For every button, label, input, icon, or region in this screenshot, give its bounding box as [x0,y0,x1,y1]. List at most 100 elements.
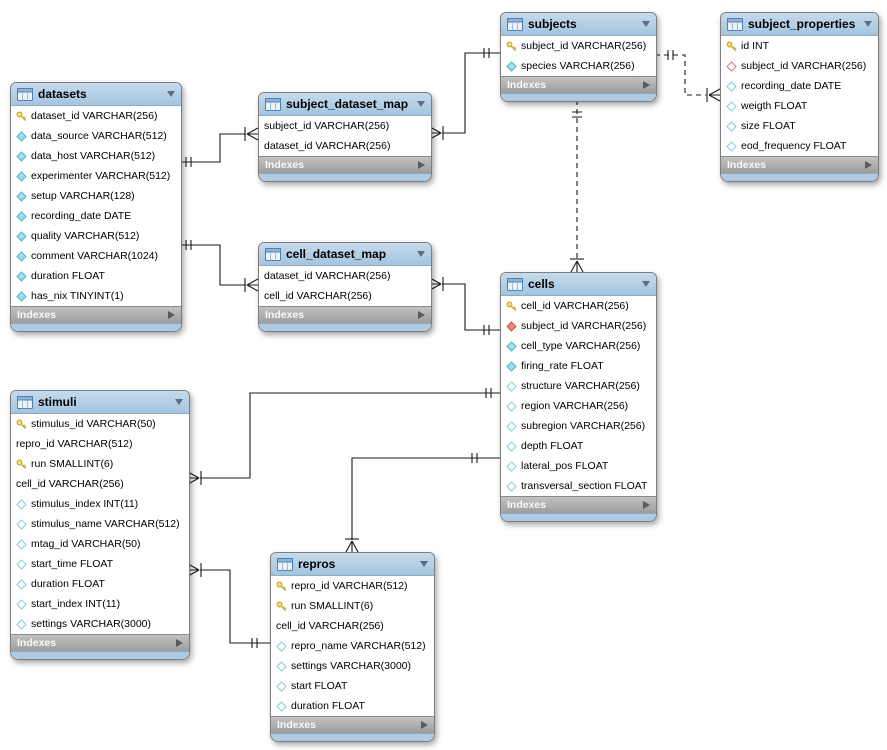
field-row[interactable]: cell_id VARCHAR(256) [259,286,431,306]
table-header[interactable]: datasets [11,83,181,106]
table-cell-dataset-map[interactable]: cell_dataset_map dataset_id VARCHAR(256)… [258,242,432,332]
indexes-bar[interactable]: Indexes [501,76,656,93]
field-row[interactable]: cell_id VARCHAR(256) [271,616,434,636]
field-row[interactable]: run SMALLINT(6) [271,596,434,616]
collapse-arrow-icon[interactable] [420,561,428,567]
table-header[interactable]: cells [501,273,656,296]
table-header[interactable]: subject_dataset_map [259,93,431,116]
field-row[interactable]: lateral_pos FLOAT [501,456,656,476]
field-row[interactable]: subject_id VARCHAR(256) [501,36,656,56]
table-subject-dataset-map[interactable]: subject_dataset_map subject_id VARCHAR(2… [258,92,432,182]
collapse-arrow-icon[interactable] [167,91,175,97]
field-row[interactable]: subject_id VARCHAR(256) [259,116,431,136]
field-row[interactable]: setup VARCHAR(128) [11,186,181,206]
field-row[interactable]: dataset_id VARCHAR(256) [259,136,431,156]
field-row[interactable]: region VARCHAR(256) [501,396,656,416]
field-row[interactable]: data_source VARCHAR(512) [11,126,181,146]
relationship-cells-cell_dataset_map[interactable] [429,277,500,335]
table-cells[interactable]: cells cell_id VARCHAR(256)subject_id VAR… [500,272,657,522]
field-row[interactable]: weigth FLOAT [721,96,878,116]
table-header[interactable]: cell_dataset_map [259,243,431,266]
field-row[interactable]: settings VARCHAR(3000) [11,614,189,634]
relationship-subjects-cells[interactable] [570,100,584,273]
field-row[interactable]: species VARCHAR(256) [501,56,656,76]
indexes-bar[interactable]: Indexes [271,716,434,733]
field-row[interactable]: settings VARCHAR(3000) [271,656,434,676]
field-row[interactable]: eod_frequency FLOAT [721,136,878,156]
indexes-bar[interactable]: Indexes [259,306,431,323]
expand-arrow-icon[interactable] [418,161,425,169]
field-row[interactable]: comment VARCHAR(1024) [11,246,181,266]
field-row[interactable]: has_nix TINYINT(1) [11,286,181,306]
relationship-datasets-cell_dataset_map[interactable] [180,240,259,292]
collapse-arrow-icon[interactable] [642,21,650,27]
field-row[interactable]: size FLOAT [721,116,878,136]
table-header[interactable]: subjects [501,13,656,36]
table-repros[interactable]: repros repro_id VARCHAR(512)run SMALLINT… [270,552,435,742]
field-row[interactable]: mtag_id VARCHAR(50) [11,534,189,554]
expand-arrow-icon[interactable] [643,501,650,509]
field-row[interactable]: data_host VARCHAR(512) [11,146,181,166]
field-row[interactable]: duration FLOAT [271,696,434,716]
expand-arrow-icon[interactable] [168,311,175,319]
field-row[interactable]: subject_id VARCHAR(256) [721,56,878,76]
field-row[interactable]: duration FLOAT [11,266,181,286]
relationship-repros-stimuli[interactable] [187,563,270,648]
table-subjects[interactable]: subjects subject_id VARCHAR(256)species … [500,12,657,102]
expand-arrow-icon[interactable] [176,639,183,647]
field-row[interactable]: recording_date DATE [721,76,878,96]
field-row[interactable]: recording_date DATE [11,206,181,226]
field-row[interactable]: repro_id VARCHAR(512) [11,434,189,454]
field-row[interactable]: id INT [721,36,878,56]
field-row[interactable]: repro_name VARCHAR(512) [271,636,434,656]
field-row[interactable]: dataset_id VARCHAR(256) [11,106,181,126]
field-row[interactable]: structure VARCHAR(256) [501,376,656,396]
relationship-subjects-subject_dataset_map[interactable] [429,48,500,140]
table-header[interactable]: stimuli [11,391,189,414]
collapse-arrow-icon[interactable] [864,21,872,27]
field-row[interactable]: repro_id VARCHAR(512) [271,576,434,596]
field-row[interactable]: stimulus_name VARCHAR(512) [11,514,189,534]
field-row[interactable]: cell_id VARCHAR(256) [11,474,189,494]
indexes-bar[interactable]: Indexes [11,306,181,323]
indexes-bar[interactable]: Indexes [259,156,431,173]
field-row[interactable]: stimulus_index INT(11) [11,494,189,514]
field-row[interactable]: run SMALLINT(6) [11,454,189,474]
field-row[interactable]: firing_rate FLOAT [501,356,656,376]
expand-arrow-icon[interactable] [421,721,428,729]
relationship-cells-repros[interactable] [345,453,500,553]
field-row[interactable]: start FLOAT [271,676,434,696]
field-row[interactable]: start_time FLOAT [11,554,189,574]
field-row[interactable]: stimulus_id VARCHAR(50) [11,414,189,434]
collapse-arrow-icon[interactable] [417,101,425,107]
field-row[interactable]: start_index INT(11) [11,594,189,614]
field-row[interactable]: subregion VARCHAR(256) [501,416,656,436]
table-header[interactable]: repros [271,553,434,576]
collapse-arrow-icon[interactable] [175,399,183,405]
indexes-bar[interactable]: Indexes [501,496,656,513]
table-stimuli[interactable]: stimuli stimulus_id VARCHAR(50)repro_id … [10,390,190,660]
field-row[interactable]: cell_type VARCHAR(256) [501,336,656,356]
indexes-bar[interactable]: Indexes [721,156,878,173]
field-row[interactable]: subject_id VARCHAR(256) [501,316,656,336]
collapse-arrow-icon[interactable] [417,251,425,257]
field-row[interactable]: duration FLOAT [11,574,189,594]
relationship-datasets-subject_dataset_map[interactable] [180,127,259,167]
field-row[interactable]: transversal_section FLOAT [501,476,656,496]
field-row[interactable]: quality VARCHAR(512) [11,226,181,246]
table-datasets[interactable]: datasets dataset_id VARCHAR(256)data_sou… [10,82,182,332]
table-header[interactable]: subject_properties [721,13,878,36]
field-row[interactable]: depth FLOAT [501,436,656,456]
field-row[interactable]: dataset_id VARCHAR(256) [259,266,431,286]
relationship-subjects-subject_properties[interactable] [655,50,721,102]
relationship-cells-stimuli[interactable] [187,388,500,485]
indexes-bar[interactable]: Indexes [11,634,189,651]
collapse-arrow-icon[interactable] [642,281,650,287]
expand-arrow-icon[interactable] [865,161,872,169]
expand-arrow-icon[interactable] [643,81,650,89]
field-row[interactable]: experimenter VARCHAR(512) [11,166,181,186]
expand-arrow-icon[interactable] [418,311,425,319]
field-row[interactable]: cell_id VARCHAR(256) [501,296,656,316]
